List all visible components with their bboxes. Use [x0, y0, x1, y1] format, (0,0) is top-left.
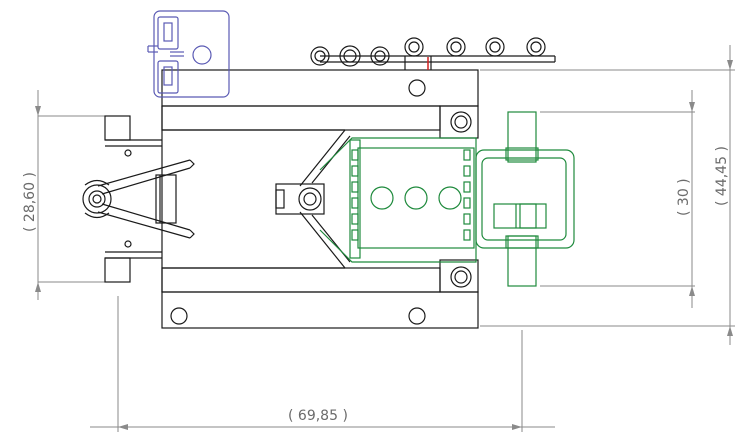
front-pivot-icon	[298, 187, 322, 211]
guide-blade-bottom	[507, 235, 537, 287]
guide-body	[357, 147, 475, 249]
rear-mount-top	[104, 115, 131, 141]
rear-hub-icon	[82, 184, 112, 214]
guide-hole-1-icon	[370, 186, 394, 210]
top-frame-rail	[161, 69, 479, 107]
top-rail-hole-icon	[408, 79, 426, 97]
dimension-lines	[37, 45, 735, 432]
bottom-rail-hole-right-icon	[408, 307, 426, 325]
pivot-top-icon	[450, 111, 472, 133]
washer-6-icon	[485, 37, 505, 57]
dimension-arrows	[35, 60, 733, 430]
washer-row	[310, 37, 556, 70]
bottom-frame-rail	[161, 291, 479, 329]
washer-5-icon	[446, 37, 466, 57]
bottom-rail-hole-left-icon	[170, 307, 188, 325]
guide-assembly	[319, 111, 575, 287]
washer-3-icon	[370, 46, 390, 66]
dimension-height-guide: ( 30 )	[676, 178, 692, 216]
guide-hole-2-icon	[404, 186, 428, 210]
pivot-bottom-icon	[450, 266, 472, 288]
guide-hole-3-icon	[438, 186, 462, 210]
chassis	[82, 69, 479, 329]
dimension-width-overall: ( 69,85 )	[288, 408, 348, 424]
center-block	[155, 174, 177, 224]
braid-bracket	[147, 10, 230, 98]
washer-4-icon	[404, 37, 424, 57]
bracket-hole-icon	[192, 45, 212, 65]
rear-mount-bottom	[104, 257, 131, 283]
washer-1-icon	[310, 46, 330, 66]
washer-2-icon	[339, 45, 361, 67]
bracket-plate	[153, 10, 230, 98]
washer-7-icon	[526, 37, 546, 57]
dimension-height-overall: ( 44,45 )	[714, 146, 730, 206]
guide-blade-top	[507, 111, 537, 163]
dimension-height-rear: ( 28,60 )	[22, 172, 38, 232]
guide-housing	[475, 149, 575, 249]
front-pivot-plate	[275, 183, 325, 215]
